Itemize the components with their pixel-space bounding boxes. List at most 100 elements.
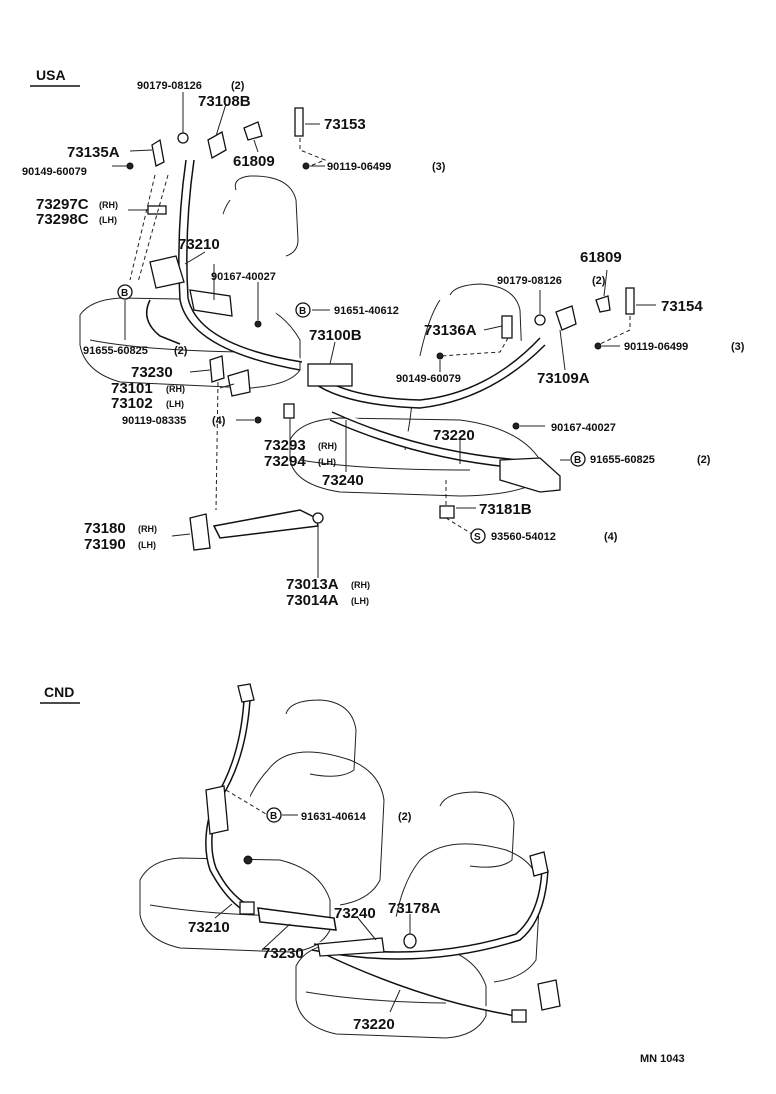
figure-code: MN 1043	[640, 1053, 685, 1065]
label-90179-top: 90179-08126	[137, 80, 202, 92]
label-73294: 73294	[264, 453, 306, 470]
label-90119-top-qty: (3)	[432, 161, 446, 173]
marker-b-right	[570, 451, 586, 467]
left-seat-cushion	[79, 297, 301, 389]
label-cnd-73210: 73210	[188, 919, 230, 936]
label-90119-08335: 90119-08335	[122, 415, 186, 427]
leader-73135a	[129, 149, 153, 152]
leader-73101	[219, 383, 235, 389]
cnd-anchor-plate-left-icon	[239, 901, 255, 915]
marker-b-left	[117, 284, 133, 300]
label-73154: 73154	[661, 298, 703, 315]
marker-s-93560	[470, 528, 486, 544]
usa-right-seat	[289, 283, 541, 497]
label-73298c-lh: (LH)	[99, 215, 117, 225]
bolt-90167-left-icon	[254, 320, 262, 328]
label-73180: 73180	[84, 520, 126, 537]
dash-73135a-b	[137, 174, 169, 283]
leader-73210	[184, 251, 206, 265]
dash-73136a	[439, 337, 509, 357]
label-73109a: 73109A	[537, 370, 590, 387]
marker-b-91651-label: B	[299, 306, 306, 317]
label-90149-left: 90149-60079	[22, 166, 87, 178]
cnd-labels: 91631-40614 (2) 73240 73178A 73210 73230…	[188, 811, 441, 1033]
cnd-leaders	[214, 789, 411, 1013]
right-seat-headrest	[449, 283, 523, 361]
label-73181b: 73181B	[479, 501, 532, 518]
bolt-90119-right-icon	[594, 342, 602, 350]
label-91655-left-qty: (2)	[174, 345, 188, 357]
marker-s-93560-label: S	[474, 532, 481, 543]
label-90119-top: 90119-06499	[327, 161, 391, 173]
label-91631-qty: (2)	[398, 811, 412, 823]
left-seat-headrest	[234, 175, 299, 257]
leader-73230	[189, 369, 211, 373]
bolt-90179-top-icon	[177, 132, 189, 144]
cnd-marker-b-label: B	[270, 811, 277, 822]
leader-61809-left	[253, 139, 259, 153]
label-73101: 73101	[111, 380, 153, 397]
usa-leaders	[112, 92, 656, 578]
label-73210: 73210	[178, 236, 220, 253]
anchor-61809-right-icon	[595, 295, 611, 313]
cnd-parts	[205, 683, 561, 1023]
leader-73100b	[329, 341, 336, 365]
label-cnd-73230: 73230	[262, 945, 304, 962]
label-61809-right: 61809	[580, 249, 622, 266]
leader-73109a	[559, 329, 566, 371]
usa-labels: 90179-08126 (2) 73108B 73153 73135A 9014…	[22, 80, 745, 609]
label-90167-right: 90167-40027	[551, 422, 616, 434]
dash-93560	[445, 517, 473, 535]
bolt-90167-right-icon	[512, 422, 520, 430]
marker-b-right-label: B	[574, 455, 581, 466]
cnd-upper-anchor-right-icon	[529, 851, 549, 877]
label-90119-right-qty: (3)	[731, 341, 745, 353]
right-seat-back-outline	[404, 299, 441, 451]
label-cnd-73220: 73220	[353, 1016, 395, 1033]
cover-73293-icon	[283, 403, 295, 419]
cnd-leader-73220	[389, 989, 401, 1013]
cnd-right-headrest	[439, 791, 515, 868]
bolt-90119-top-icon	[302, 162, 310, 170]
anchor-73108b-icon	[207, 130, 227, 160]
label-73297c: 73297C	[36, 196, 89, 213]
dash-73230	[215, 381, 219, 511]
label-73013a-rh: (RH)	[351, 580, 370, 590]
label-73153: 73153	[324, 116, 366, 133]
anchor-61809-left-icon	[243, 121, 263, 141]
cnd-right-cushion-seam	[305, 991, 447, 1004]
label-73014a: 73014A	[286, 592, 339, 609]
label-90179-right-qty: (2)	[592, 275, 606, 287]
usa-parts	[126, 107, 635, 551]
label-90149-right: 90149-60079	[396, 373, 461, 385]
cnd-leader-73230	[261, 923, 291, 951]
bracket-73154-icon	[625, 287, 635, 315]
label-73013a: 73013A	[286, 576, 339, 593]
retractor-73100b-icon	[307, 363, 353, 387]
label-73108b: 73108B	[198, 93, 251, 110]
bolt-90119-08335-icon	[254, 416, 262, 424]
label-cnd-73240: 73240	[334, 905, 376, 922]
label-91655-right-qty: (2)	[697, 454, 711, 466]
cnd-right-seat-back	[419, 843, 541, 983]
usa-lap-belt-edge	[331, 411, 521, 461]
anchor-73013a-icon	[212, 509, 319, 539]
label-91631: 91631-40614	[301, 811, 367, 823]
cnd-retractor-right-icon	[537, 979, 561, 1011]
cnd-bolt-left-icon	[243, 855, 253, 865]
usa-inner-belt-left	[145, 299, 181, 345]
retractor-lap-icon	[499, 457, 561, 493]
section-title-cnd: CND	[44, 684, 74, 700]
marker-b-left-label: B	[121, 288, 128, 299]
dash-73153	[299, 138, 327, 167]
label-73101-rh: (RH)	[166, 384, 185, 394]
label-73293-rh: (RH)	[318, 441, 337, 451]
buckle-73101-icon	[227, 369, 251, 397]
bolt-90179-right-icon	[534, 314, 546, 326]
bracket-73153-icon	[294, 107, 304, 137]
label-73297c-rh: (RH)	[99, 200, 118, 210]
adjuster-73180-icon	[189, 513, 211, 551]
cnd-lap-belt	[319, 951, 517, 1017]
label-73102-lh: (LH)	[166, 399, 184, 409]
leader-73136a	[483, 325, 503, 331]
